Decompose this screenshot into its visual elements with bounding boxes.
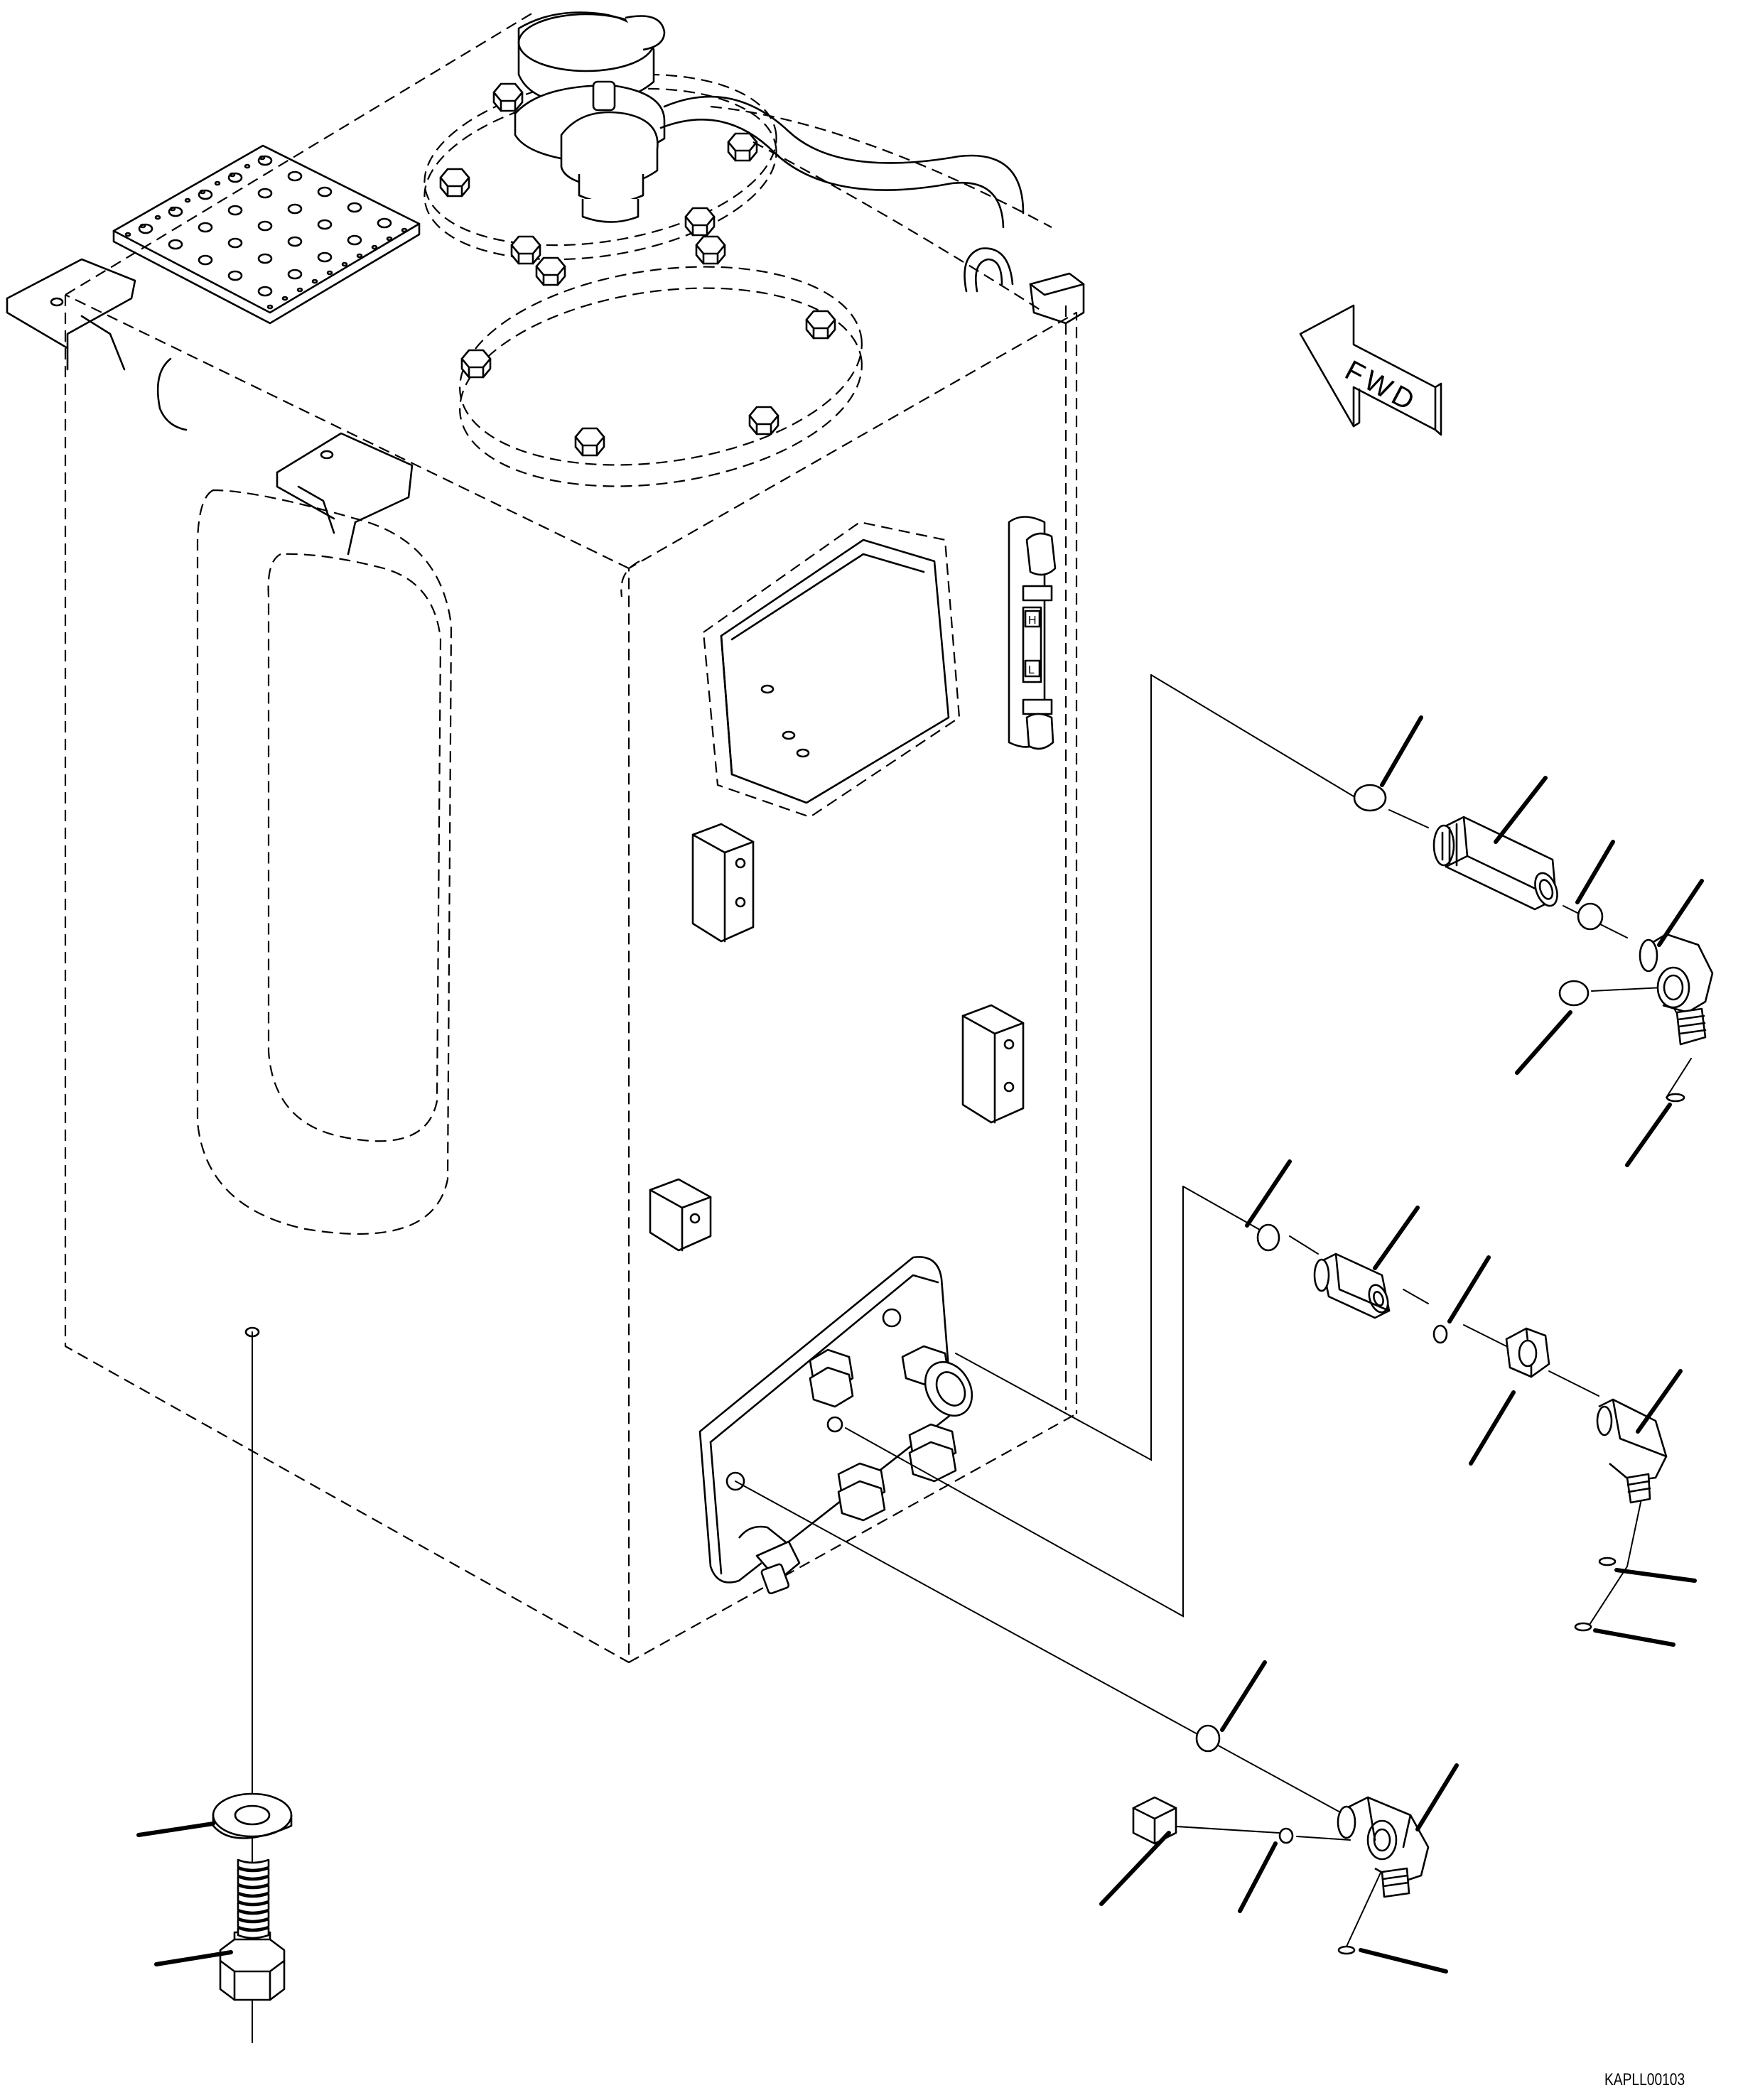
drawing-code: KAPLL00103 [1604, 2070, 1685, 2089]
upper-oring-1 [1353, 784, 1387, 812]
manifold-port-fitting [901, 1345, 973, 1417]
bottom-manifold-plate [698, 1256, 954, 1584]
hydraulic-tank-body [64, 12, 1078, 1664]
lower-oring-2 [1278, 1827, 1294, 1844]
upper-elbow [1639, 933, 1714, 1046]
lower-oring-1 [1195, 1724, 1221, 1753]
sight-level-gauge: H L [1008, 516, 1057, 750]
middle-hex-nut [1505, 1327, 1550, 1378]
lower-plug [1132, 1796, 1177, 1845]
middle-elbow [1596, 1398, 1668, 1504]
center-bracket [276, 432, 414, 556]
filler-cap [514, 11, 666, 223]
top-left-bracket [6, 258, 188, 431]
manifold-elbow-fitting [738, 1525, 801, 1595]
top-cover-lower [459, 266, 863, 487]
middle-oring-3 [1598, 1557, 1617, 1566]
upper-adapter [1432, 816, 1558, 911]
middle-oring-1 [1256, 1223, 1280, 1252]
mount-block-1 [691, 823, 755, 943]
fwd-arrow: FWD [1299, 304, 1442, 436]
cover-bolts [439, 82, 836, 457]
middle-oring-4 [1574, 1622, 1592, 1632]
top-right-bracket [1029, 272, 1085, 325]
perforated-plate [112, 144, 421, 325]
manifold-port-plug-2 [908, 1423, 957, 1483]
callout-leaders [136, 715, 1704, 1974]
manifold-port-plug-1 [809, 1348, 854, 1408]
manifold-port-plug-3 [837, 1462, 886, 1522]
lower-elbow [1337, 1796, 1430, 1898]
mount-block-2 [961, 1004, 1025, 1124]
upper-oring-3 [1558, 980, 1590, 1007]
gauge-low-mark: L [1028, 664, 1035, 676]
hex-bolt [219, 1858, 286, 2001]
upper-oring-4 [1666, 1093, 1685, 1103]
mount-block-3 [649, 1178, 712, 1252]
middle-adapter [1313, 1252, 1391, 1319]
middle-oring-2 [1432, 1324, 1448, 1344]
breather-hose [659, 95, 1052, 313]
lower-oring-3 [1337, 1945, 1356, 1955]
upper-oring-2 [1577, 902, 1604, 931]
washer [212, 1792, 293, 1839]
drain-plug-hole [244, 1326, 260, 1338]
gauge-high-mark: H [1028, 615, 1037, 627]
return-filter-block [702, 521, 961, 818]
